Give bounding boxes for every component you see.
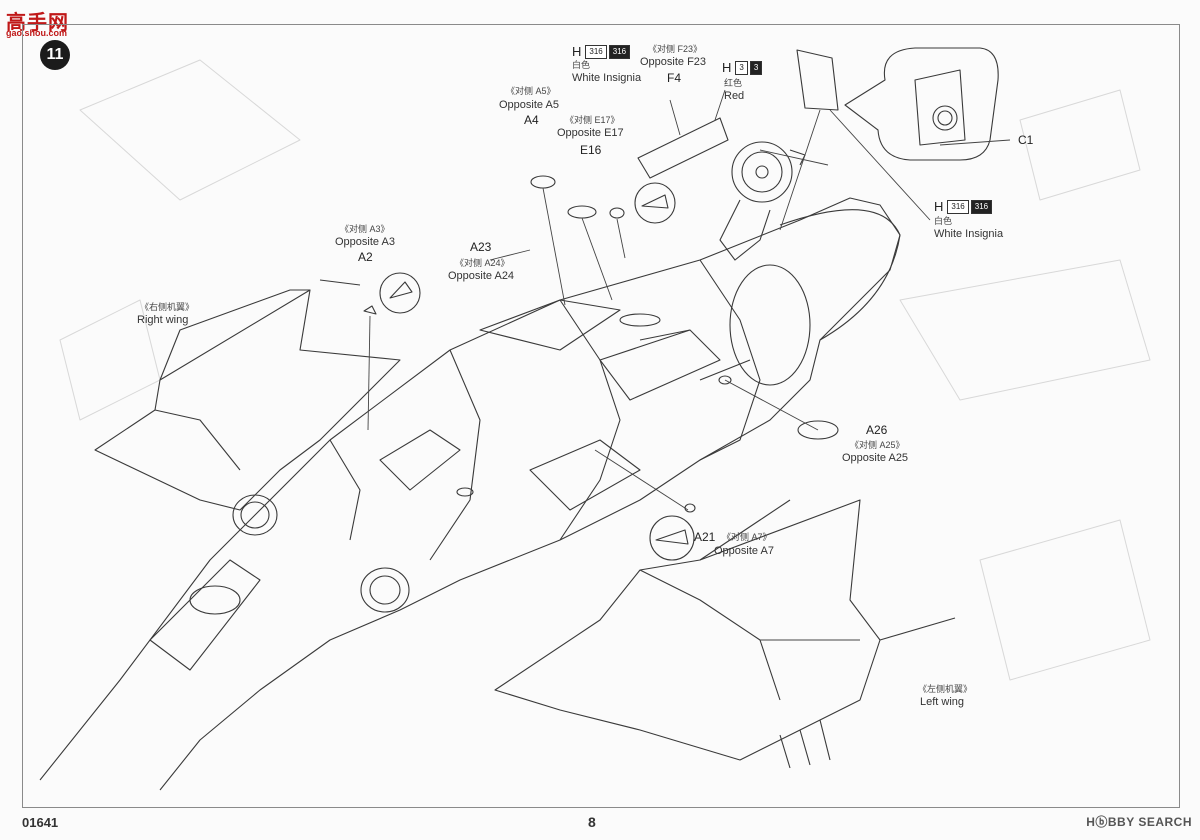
step-number-badge: 11: [40, 40, 70, 70]
part-a23-label: A23: [470, 240, 492, 254]
right-wing-label-cn: 《右侧机翼》: [140, 302, 195, 312]
opposite-a7-cn: 《对侧 A7》: [722, 532, 772, 542]
part-c1-label: C1: [1018, 133, 1034, 147]
opposite-a3-cn: 《对侧 A3》: [340, 224, 390, 234]
paint-white-right-label: White Insignia: [934, 228, 1004, 240]
opposite-f23-label: Opposite F23: [640, 56, 707, 68]
part-f4-strip: [637, 117, 729, 179]
part-e16-label: E16: [580, 143, 602, 157]
part-a4-label: A4: [524, 113, 539, 127]
paint-white-top-letter: H: [572, 44, 582, 59]
part-a26-label: A26: [866, 423, 888, 437]
part-f4-label: F4: [667, 71, 682, 85]
page-number: 8: [588, 814, 596, 830]
paint-white-right-code: 316: [947, 199, 969, 214]
part-c1-door: [796, 49, 839, 111]
opposite-a5-label: Opposite A5: [499, 99, 559, 111]
ghost-background-lines: [59, 59, 1151, 681]
opposite-a3-label: Opposite A3: [335, 236, 395, 248]
paint-red-letter: H: [722, 60, 732, 75]
paint-red-code-dark: 3: [749, 60, 763, 75]
opposite-a5-cn: 《对侧 A5》: [506, 86, 556, 96]
opposite-f23-cn: 《对侧 F23》: [648, 44, 703, 54]
kit-number: 01641: [22, 815, 59, 830]
watermark-logo: 高手网: [6, 12, 69, 34]
paint-red-cn: 红色: [724, 78, 743, 88]
paint-white-top-code: 316: [585, 44, 607, 59]
part-a2-label: A2: [358, 250, 373, 264]
watermark-url: gao.shou.com: [6, 28, 68, 38]
opposite-a25-label: Opposite A25: [842, 452, 909, 464]
paint-red-label: Red: [724, 90, 745, 102]
fuselage-outline: [39, 197, 901, 791]
left-wing-label-cn: 《左侧机翼》: [918, 684, 973, 694]
part-a21-label: A21: [694, 530, 716, 544]
paint-white-right-cn: 白色: [934, 216, 953, 226]
paint-red-code: 3: [735, 60, 748, 75]
page-frame: [22, 24, 1180, 808]
opposite-a7-label: Opposite A7: [714, 545, 774, 557]
opposite-a24-cn: 《对侧 A24》: [455, 258, 510, 268]
paint-white-top-code-dark: 316: [608, 44, 631, 59]
left-wing-label: Left wing: [920, 696, 965, 708]
paint-white-top-cn: 白色: [572, 60, 591, 70]
paint-white-right-code-dark: 316: [970, 199, 993, 214]
opposite-a24-label: Opposite A24: [448, 270, 515, 282]
paint-white-right: H 316 316: [934, 199, 993, 214]
opposite-e17-cn: 《对侧 E17》: [565, 115, 620, 125]
right-wing-label: Right wing: [137, 314, 189, 326]
paint-red: H 3 3: [722, 60, 763, 75]
paint-white-top-label: White Insignia: [572, 72, 642, 84]
paint-white-top: H 316 316: [572, 44, 631, 59]
opposite-e17-label: Opposite E17: [557, 127, 624, 139]
paint-white-right-letter: H: [934, 199, 944, 214]
opposite-a25-cn: 《对侧 A25》: [850, 440, 905, 450]
right-wing-outline: [94, 289, 401, 511]
hobbysearch-watermark: HⓑBBY SEARCH: [1086, 815, 1192, 829]
